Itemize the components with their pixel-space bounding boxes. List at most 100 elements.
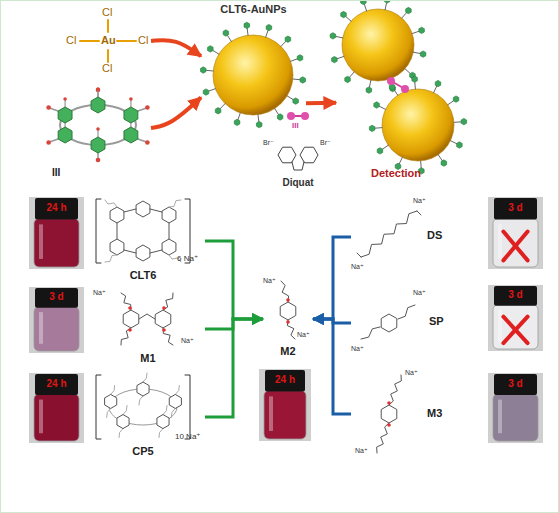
ligand-tether bbox=[402, 13, 407, 18]
benzene-ring bbox=[374, 102, 380, 108]
macrocycle-cartoon: III bbox=[46, 83, 151, 183]
side-chain bbox=[169, 200, 181, 207]
ligand-tether bbox=[350, 72, 355, 77]
molecule-structure: M1Na⁺Na⁺ bbox=[93, 289, 205, 369]
molecule-label: CP5 bbox=[93, 445, 193, 457]
oxygen-atom bbox=[128, 306, 132, 310]
ligand-tether bbox=[220, 104, 225, 109]
molecule-label: DS bbox=[427, 229, 442, 241]
ligand-tether bbox=[369, 80, 370, 87]
aggregated-nanoparticles: Detection bbox=[336, 1, 456, 186]
glass-highlight bbox=[269, 396, 273, 431]
ligand-tether bbox=[364, 4, 366, 11]
carboxylate-end bbox=[46, 140, 51, 145]
benzene-ring bbox=[234, 119, 240, 125]
benzene-ring bbox=[406, 7, 412, 13]
benzene-ring bbox=[300, 77, 306, 83]
guest-bead bbox=[401, 85, 409, 93]
side-chain bbox=[398, 305, 415, 319]
gold-chloride-bond bbox=[107, 20, 109, 32]
side-chain bbox=[97, 130, 98, 137]
carboxylate-end bbox=[96, 87, 100, 91]
counterion-label: Na⁺ bbox=[351, 345, 364, 353]
counterion-label: Na⁺ bbox=[413, 289, 426, 297]
vial-photo: 24 h bbox=[29, 197, 84, 269]
side-chain bbox=[138, 108, 147, 111]
oxygen-atom bbox=[387, 423, 391, 427]
guest-bead bbox=[301, 112, 309, 120]
side-chain bbox=[139, 396, 143, 405]
counterion-label: Na⁺ bbox=[405, 369, 418, 377]
side-chain bbox=[64, 100, 65, 107]
carboxylate-end bbox=[63, 97, 67, 101]
ligand-tether bbox=[379, 106, 385, 109]
benzene-ring bbox=[453, 96, 459, 102]
benzene-ring bbox=[297, 55, 303, 61]
carboxylate-end bbox=[145, 140, 150, 145]
molecule-structure: M2Na⁺Na⁺ bbox=[263, 277, 313, 361]
bond-line bbox=[150, 250, 162, 253]
glass-highlight bbox=[39, 224, 43, 259]
benzene-ring bbox=[435, 80, 441, 86]
side-chain bbox=[377, 423, 389, 453]
side-chain bbox=[163, 293, 173, 310]
bond-line bbox=[292, 162, 304, 170]
binding-arrow bbox=[205, 319, 263, 417]
benzene-ring bbox=[293, 98, 299, 104]
benzene-ring bbox=[110, 239, 124, 255]
benzene-ring bbox=[412, 76, 418, 82]
counterion-label: 10 Na⁺ bbox=[175, 433, 201, 442]
photo-backdrop bbox=[488, 197, 543, 269]
binding-arrow bbox=[313, 319, 351, 323]
carboxylate-end bbox=[96, 158, 101, 163]
side-chain bbox=[163, 406, 167, 415]
time-label: 3 d bbox=[488, 378, 543, 389]
fail-cross bbox=[503, 232, 527, 261]
benzene-ring bbox=[266, 24, 272, 30]
gold-nanoparticle bbox=[382, 89, 454, 161]
time-label: 3 d bbox=[488, 202, 543, 213]
vial-body bbox=[34, 307, 79, 351]
oxygen-atom bbox=[286, 320, 290, 324]
side-chain bbox=[111, 385, 115, 394]
ligand-tether bbox=[337, 56, 344, 58]
vial-photo: 24 h bbox=[259, 369, 311, 441]
vial-body bbox=[34, 219, 79, 267]
glass-highlight bbox=[39, 400, 43, 434]
benzene-ring bbox=[124, 127, 138, 143]
bond-line bbox=[150, 209, 162, 212]
guest-bead bbox=[387, 77, 395, 85]
time-label: 3 d bbox=[488, 289, 543, 300]
vial-photo: 3 d bbox=[488, 373, 543, 443]
ligand-tether bbox=[257, 115, 259, 122]
analyte-structure: IIIBr⁻Br⁻Diquat bbox=[263, 111, 333, 193]
benzene-ring bbox=[345, 76, 351, 82]
carboxylate-end bbox=[96, 127, 100, 131]
benzene-ring bbox=[420, 51, 426, 57]
carboxylate-end bbox=[46, 105, 51, 110]
side-chain bbox=[50, 108, 59, 111]
ligand-tether bbox=[385, 3, 386, 10]
photo-backdrop bbox=[29, 287, 84, 353]
atom-label: Au bbox=[101, 34, 116, 46]
molecule-structure: CLT66 Na⁺ bbox=[93, 197, 205, 285]
ligand-tether bbox=[420, 161, 422, 168]
benzene-ring bbox=[223, 30, 229, 36]
nanoparticle: CLT6-AuNPs bbox=[201, 3, 306, 121]
benzene-ring bbox=[377, 148, 383, 154]
gold-chloride-bond bbox=[107, 50, 109, 62]
counterion-label: Br⁻ bbox=[263, 139, 274, 147]
photo-backdrop bbox=[488, 373, 543, 443]
gold-chloride-bond bbox=[80, 40, 99, 42]
glass-highlight bbox=[498, 224, 502, 259]
benzene-ring bbox=[256, 121, 262, 127]
glass-highlight bbox=[39, 312, 43, 344]
benzene-ring bbox=[58, 127, 72, 143]
ligand-tether bbox=[293, 78, 300, 80]
bond-line bbox=[357, 253, 361, 257]
ligand-tether bbox=[213, 50, 219, 54]
reaction-arrow bbox=[151, 40, 201, 56]
benzene-ring bbox=[157, 415, 169, 429]
particle-label: CLT6-AuNPs bbox=[201, 3, 306, 15]
benzene-ring bbox=[123, 310, 139, 328]
